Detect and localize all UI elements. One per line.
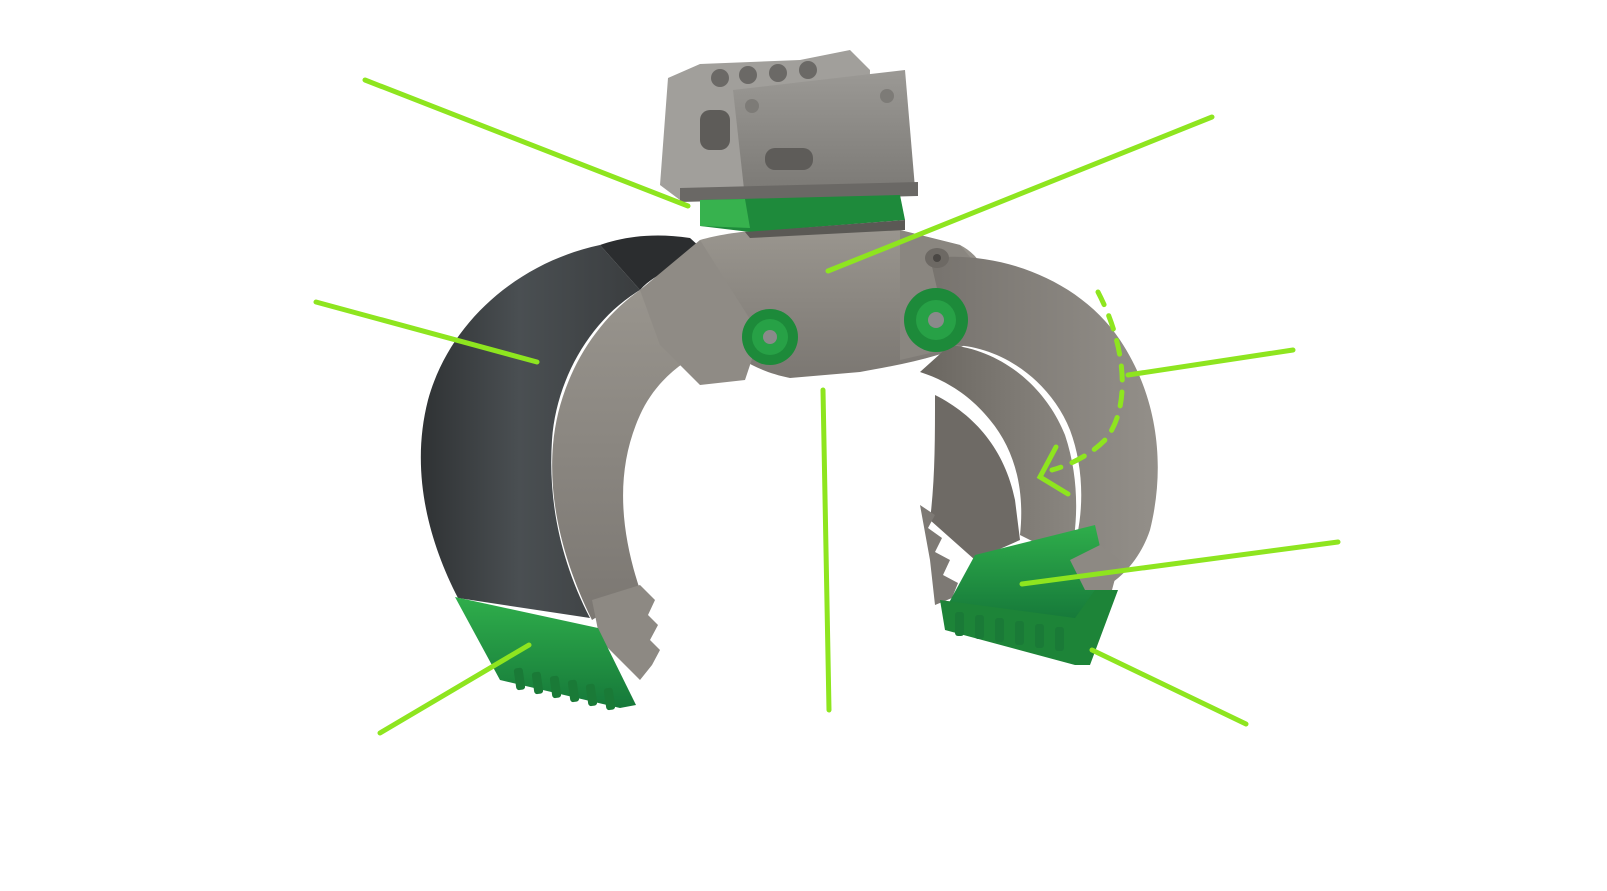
left-arm-tip — [592, 585, 660, 680]
top-bracket — [660, 50, 918, 202]
bracket-rollers — [711, 61, 817, 87]
callout-rotator-ring — [362, 77, 691, 209]
bracket-slot — [700, 110, 730, 150]
left-side-plate — [552, 270, 760, 620]
right-arm-serrated-edge — [920, 505, 958, 605]
right-pivot-pin — [904, 288, 968, 352]
right-arm — [920, 256, 1158, 665]
right-wear-plate — [945, 525, 1110, 620]
closing-motion-arrowhead — [1036, 444, 1071, 497]
callout-right-wear-plate — [1019, 539, 1341, 587]
left-shell-dark-face — [420, 245, 640, 618]
left-pivot-pin — [742, 309, 798, 365]
callout-closing-motion — [1125, 347, 1296, 378]
right-arm-pocket — [930, 395, 1020, 560]
left-cutting-edge-teeth — [513, 667, 616, 711]
right-arm-outer — [930, 256, 1158, 590]
closing-motion-arrow — [1036, 289, 1125, 497]
callout-lines — [313, 77, 1341, 736]
callout-center-axis — [820, 387, 832, 713]
right-arm-tip — [1070, 545, 1120, 590]
callout-right-tooth-edge — [1089, 647, 1249, 727]
callout-main-body — [825, 114, 1215, 274]
right-tooth-bar — [940, 590, 1118, 665]
callout-left-cutting-edge — [377, 642, 532, 736]
callout-shell-side — [313, 299, 540, 365]
right-tooth-bar-teeth — [955, 612, 1064, 651]
left-hinge-web — [640, 240, 760, 385]
left-shell — [420, 235, 760, 711]
rotator-ring — [700, 195, 905, 238]
bracket-front-slot — [765, 148, 813, 170]
right-arm-inner — [920, 345, 1077, 560]
closing-motion-dashed-arc — [1049, 289, 1125, 473]
upper-hinge-pin — [925, 248, 949, 268]
left-cutting-edge-plate — [455, 597, 636, 708]
